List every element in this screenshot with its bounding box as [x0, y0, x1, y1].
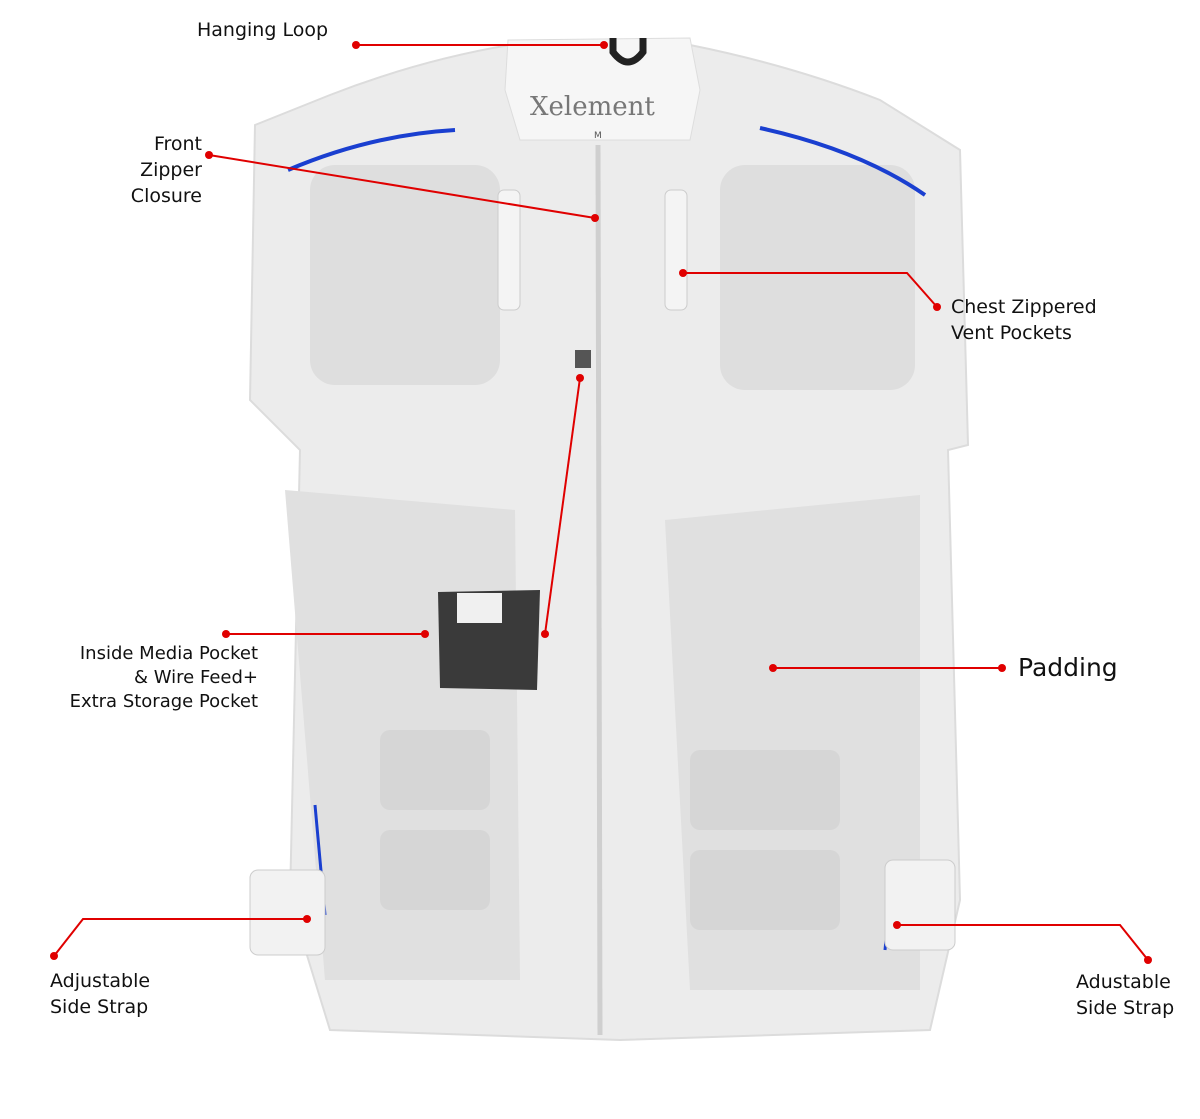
label-front-zipper: Front Zipper Closure [131, 131, 202, 209]
label-line: Vent Pockets [951, 322, 1072, 344]
label-line: Inside Media Pocket [79, 643, 258, 664]
label-line: Extra Storage Pocket [69, 691, 258, 712]
label-media-pocket: Inside Media Pocket & Wire Feed+ Extra S… [70, 642, 258, 714]
label-line: & Wire Feed+ [134, 667, 258, 688]
label-line: Closure [130, 185, 202, 207]
label-chest-pockets: Chest Zippered Vent Pockets [951, 294, 1097, 346]
label-line: Hanging Loop [197, 19, 329, 41]
left-side-strap [249, 869, 326, 956]
label-line: Side Strap [1076, 997, 1175, 1019]
label-padding: Padding [1018, 653, 1118, 683]
label-line: Adjustable [50, 970, 151, 992]
label-line: Zipper [140, 159, 202, 181]
label-left-strap: Adjustable Side Strap [50, 968, 150, 1020]
svg-text:Xelement: Xelement [530, 92, 655, 122]
label-line: Front [153, 133, 202, 155]
right-side-strap [884, 859, 956, 951]
label-line: Padding [1018, 653, 1118, 682]
label-line: Adustable [1076, 971, 1171, 993]
vest-illustration [248, 37, 970, 1042]
label-right-strap: Adustable Side Strap [1076, 969, 1174, 1021]
label-line: Side Strap [50, 996, 149, 1018]
label-line: Chest Zippered [951, 296, 1097, 318]
hanging-loop-icon [609, 38, 647, 66]
callout-lines [53, 44, 1149, 961]
callout-dots [50, 41, 1152, 964]
product-logo: Xelement M [530, 92, 655, 141]
svg-text:M: M [594, 131, 602, 141]
label-hanging-loop: Hanging Loop [197, 17, 328, 43]
